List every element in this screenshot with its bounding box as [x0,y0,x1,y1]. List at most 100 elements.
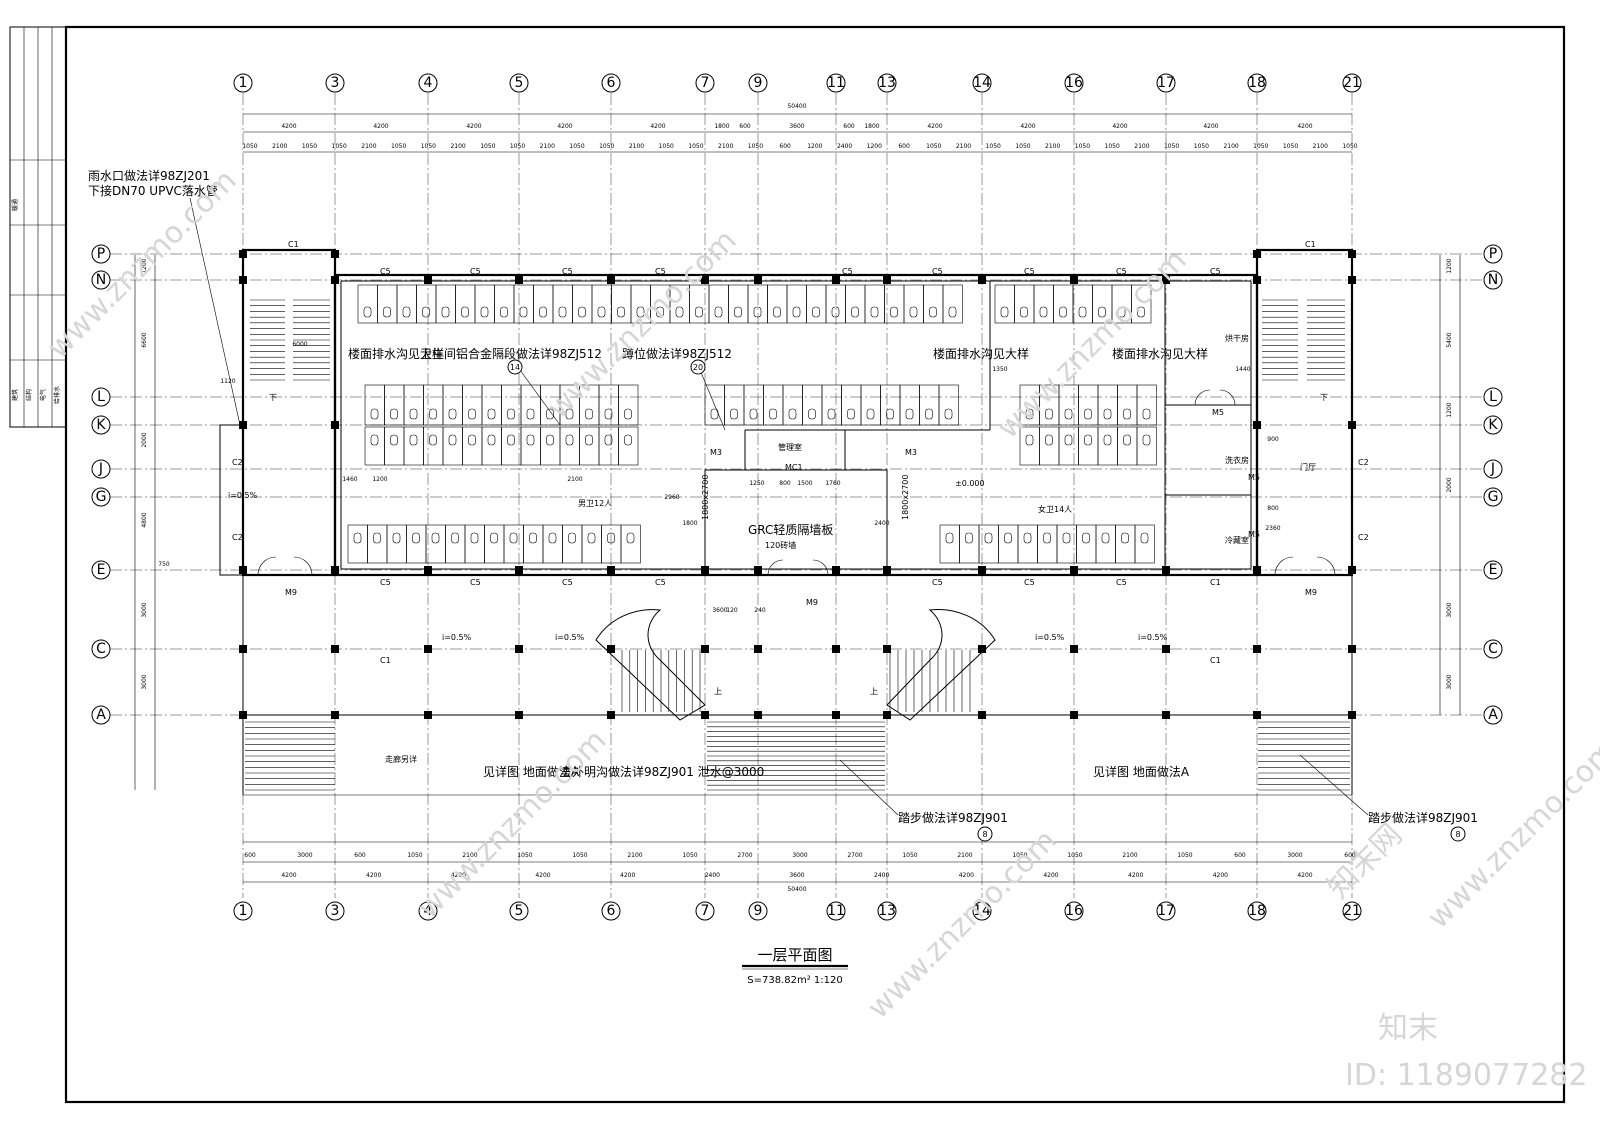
axis-label-N: N [1488,272,1498,288]
dim-sub-top: 2100 [272,143,287,150]
column [515,645,523,653]
squat-pan [1098,306,1106,318]
dim-right: 3000 [1446,674,1453,689]
squat-pan [363,306,372,318]
toilet-stall [581,524,602,564]
toilet-stall [620,524,641,564]
column [1253,276,1261,284]
squat-pan [788,408,797,420]
annotations: 雨水口做法详98ZJ201 下接DN70 UPVC落水管 楼面排水沟见大样 卫生… [88,168,1478,842]
title-block-label: 建筑 [11,389,19,401]
column [331,250,339,258]
toilet-stall [540,426,561,466]
squat-pan [1117,306,1126,318]
squat-pan [827,408,836,420]
axis-bubble-5-bottom [509,901,529,921]
squat-pan [1045,434,1053,446]
dim-sub-top: 2100 [540,143,555,150]
axis-label-4: 4 [424,75,433,91]
toilet-stall [1076,524,1097,564]
dim-misc: 1250 [749,480,764,487]
dim-misc: 2360 [1265,525,1280,532]
toilet-stall [501,426,522,466]
male-toilet-label: 男卫12人 [578,499,612,508]
toilet-stall [425,524,446,564]
title-block-label: 暖通 [11,199,19,211]
squat-pan [353,532,362,544]
axis-bubble-G-left [91,487,111,507]
svg-text:C5: C5 [562,267,573,276]
dim-sub-top: 1050 [242,143,257,150]
svg-text:i=0.5%: i=0.5% [555,633,585,642]
axis-bubble-N-right [1483,270,1503,290]
dim-bay-bottom: 4200 [281,872,296,879]
squat-pan [568,532,576,544]
column [1070,711,1078,719]
drawing-title-scale: S=738.82m² 1:120 [747,975,842,986]
dim-misc: 1120 [220,378,235,385]
dim-bay-top: 4200 [1297,123,1312,130]
column [331,566,339,574]
squat-pan [1103,408,1112,420]
column [883,711,891,719]
axis-bubble-17-bottom [1156,901,1176,921]
partition-note: 卫生间铝合金隔段做法详98ZJ512 [420,346,602,361]
axis-label-14: 14 [973,903,991,919]
squat-pan [585,408,593,420]
toilet-stall [1117,426,1138,466]
building-walls [219,248,1354,796]
dim-bay-top: 600 [739,123,751,130]
axis-label-E: E [97,562,106,578]
ground-note-left: 见详图 地面做法A [483,764,580,779]
axis-label-16: 16 [1065,903,1083,919]
axis-label-J: J [1490,461,1495,477]
dim-sub-top: 1050 [1015,143,1030,150]
dim-misc: 1350 [992,366,1007,373]
id-text: ID: 1189077282 [1345,1058,1587,1093]
axis-label-P: P [1489,246,1497,262]
axis-bubble-P-left [91,244,111,264]
dim-sub-bottom: 600 [244,852,256,859]
dim-sub-top: 1050 [1075,143,1090,150]
floor-drain-right: 楼面排水沟见大样 [1112,346,1208,361]
ground-note-right: 见详图 地面做法A [1093,764,1190,779]
column [607,645,615,653]
column [1162,276,1170,284]
dim-sub-top: 2400 [837,143,852,150]
dim-bay-bottom: 4200 [1128,872,1143,879]
drainage-note: 室外明沟做法详98ZJ901 泄水@3000 [560,764,764,779]
squat-pan [656,306,664,318]
dim-sub-top: 1050 [480,143,495,150]
axis-label-11: 11 [827,75,845,91]
squat-pan [1078,306,1087,318]
squat-pan [1064,434,1073,446]
column [1253,250,1261,258]
column [1070,645,1078,653]
squat-pan [812,306,820,318]
dimension-chains [134,113,1461,883]
axis-bubble-J-right [1483,459,1503,479]
toilet-stall [406,524,427,564]
dim-bay-top: 4200 [927,123,942,130]
squat-pan [451,532,459,544]
dim-sub-top: 2100 [1313,143,1328,150]
dim-misc: 1440 [1235,366,1250,373]
squat-pan [409,434,418,446]
squat-pan [1039,306,1048,318]
dim-sub-top: 600 [898,143,910,150]
svg-text:C2: C2 [1358,458,1369,467]
toilet-stall [1131,284,1152,324]
dim-misc: 6000 [292,341,307,348]
dim-misc: 3600 [712,607,727,614]
column [832,645,840,653]
axis-label-5: 5 [515,903,524,919]
squat-pan [1020,306,1028,318]
dim-left: 6600 [141,332,148,347]
dim-sub-top: 1050 [659,143,674,150]
svg-text:C5: C5 [655,578,666,587]
dim-left: 4800 [141,512,148,527]
squat-pan [526,434,535,446]
toilet-stall [1136,384,1157,426]
dim-sub-bottom: 1050 [902,852,917,859]
column [1162,566,1170,574]
